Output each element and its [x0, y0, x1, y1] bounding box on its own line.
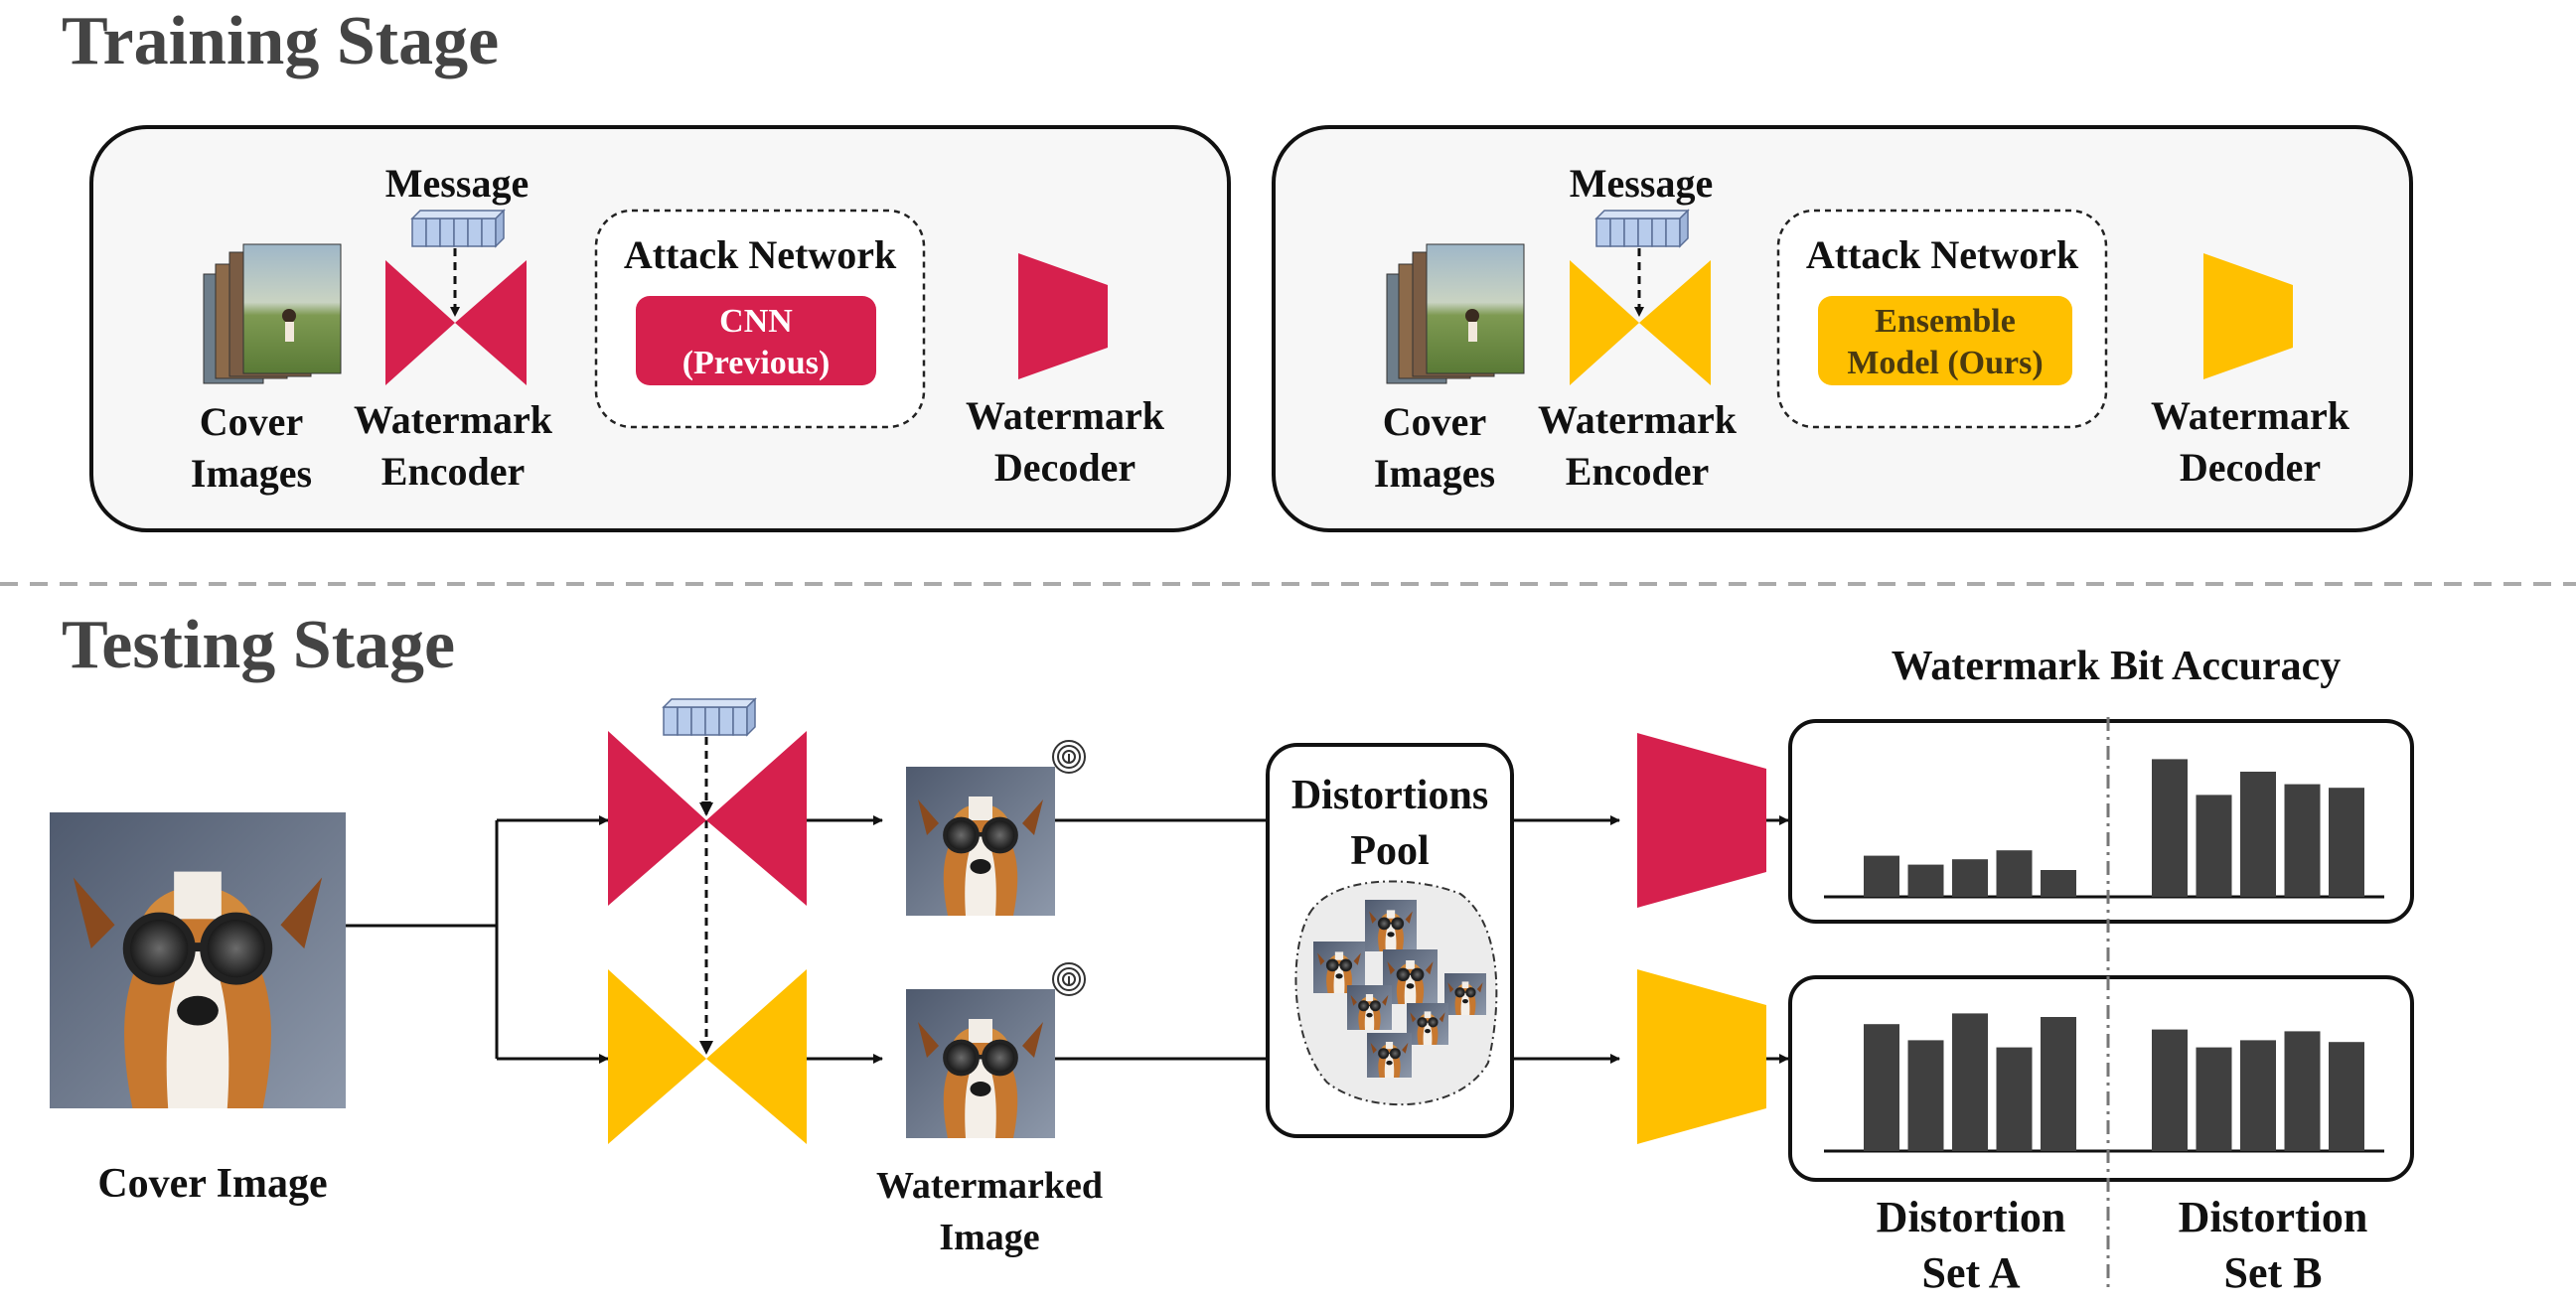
bar-set-b-4	[2284, 1031, 2321, 1151]
watermarked-image-previous	[904, 765, 1057, 918]
decoder-previous-shape	[1637, 733, 1766, 908]
cover-image-dog	[50, 812, 346, 1108]
fingerprint-icon	[1052, 740, 1086, 774]
bar-set-b-4	[2284, 784, 2321, 897]
cover-images-label-line1: Cover	[1383, 399, 1486, 444]
distortions-pool-label-line1: Distortions	[1291, 773, 1488, 818]
training-panel-ours: Cover Images Message Watermark Encoder A…	[1272, 125, 2413, 532]
set-a-label-line1: Distortion	[1877, 1193, 2066, 1241]
training-panel-previous: Cover Images Message Watermark Encoder A…	[89, 125, 1231, 532]
ensemble-model-block	[1818, 296, 2072, 385]
cnn-label-line1: CNN	[719, 303, 793, 340]
decoder-ours-shape	[1637, 969, 1766, 1144]
decoder-label-line2: Decoder	[994, 445, 1136, 490]
bar-set-a-5	[2041, 1017, 2076, 1151]
accuracy-chart-ours	[1824, 1013, 2384, 1153]
ensemble-label-line1: Ensemble	[1875, 303, 2016, 340]
cover-images-label-line1: Cover	[200, 399, 303, 444]
bar-set-a-1	[1864, 855, 1899, 897]
bar-set-a-4	[1996, 1047, 2033, 1151]
bar-set-b-5	[2329, 788, 2364, 897]
watermark-encoder-shape	[385, 260, 527, 385]
bar-set-a-3	[1952, 859, 1988, 897]
message-vector-icon	[411, 210, 505, 247]
distortions-pool-label-line2: Pool	[1350, 828, 1429, 874]
bar-set-a-2	[1907, 864, 1944, 897]
bar-set-b-2	[2196, 795, 2232, 897]
message-label: Message	[385, 161, 529, 206]
distorted-sample	[1364, 899, 1418, 952]
training-stage-heading: Training Stage	[62, 3, 499, 79]
decoder-label-line1: Watermark	[2151, 393, 2350, 438]
bar-set-a-3	[1952, 1013, 1988, 1151]
bar-set-a-5	[2041, 870, 2076, 897]
watermark-decoder-shape	[1018, 253, 1108, 379]
watermark-decoder-shape	[2203, 253, 2293, 379]
encoder-previous-shape	[608, 731, 807, 906]
fingerprint-icon	[1052, 962, 1086, 996]
cover-images-thumbnail	[203, 243, 342, 384]
set-b-label-line1: Distortion	[2179, 1193, 2368, 1241]
bar-set-a-2	[1907, 1040, 1944, 1151]
encoder-label-line1: Watermark	[1538, 397, 1738, 442]
set-a-label-line2: Set A	[1922, 1248, 2021, 1297]
cnn-previous-block	[636, 296, 876, 385]
message-label: Message	[1570, 161, 1713, 206]
encoder-label-line1: Watermark	[354, 397, 553, 442]
distorted-sample	[1346, 984, 1393, 1031]
set-b-label-line2: Set B	[2224, 1248, 2323, 1297]
distorted-sample	[1443, 972, 1487, 1016]
distorted-sample	[1406, 1002, 1449, 1046]
decoder-label-line2: Decoder	[2180, 445, 2321, 490]
encoder-label-line2: Encoder	[1566, 449, 1709, 494]
watermark-encoder-shape	[1570, 260, 1711, 385]
accuracy-title: Watermark Bit Accuracy	[1892, 644, 2342, 689]
encoder-ours-shape	[608, 969, 807, 1144]
ensemble-label-line2: Model (Ours)	[1847, 345, 2043, 381]
testing-stage-heading: Testing Stage	[62, 607, 455, 683]
watermarked-image-label-line1: Watermarked	[876, 1165, 1103, 1207]
encoder-label-line2: Encoder	[381, 449, 525, 494]
cover-images-label-line2: Images	[191, 451, 312, 496]
message-vector-icon	[1595, 210, 1689, 247]
bar-set-b-5	[2329, 1042, 2364, 1151]
cnn-label-line2: (Previous)	[682, 345, 831, 381]
cover-images-thumbnail	[1386, 243, 1525, 384]
cover-image-label: Cover Image	[97, 1161, 327, 1207]
cover-images-label-line2: Images	[1374, 451, 1495, 496]
bar-set-b-1	[2152, 1029, 2188, 1151]
attack-network-title: Attack Network	[624, 232, 897, 277]
bar-set-b-1	[2152, 759, 2188, 897]
bar-set-a-4	[1996, 850, 2033, 897]
message-arrowhead-top	[699, 802, 713, 816]
decoder-label-line1: Watermark	[966, 393, 1165, 438]
watermarked-image-ours	[904, 987, 1057, 1140]
testing-pipeline: Cover Image Watermarked Image Distortion…	[50, 644, 2414, 1297]
bar-set-b-3	[2240, 772, 2276, 897]
distorted-sample	[1366, 1032, 1413, 1079]
accuracy-chart-previous	[1824, 759, 2384, 899]
watermarked-image-label-line2: Image	[939, 1217, 1039, 1258]
bar-set-b-3	[2240, 1040, 2276, 1151]
message-vector-icon	[663, 698, 756, 736]
bar-set-b-2	[2196, 1047, 2232, 1151]
message-arrowhead-bottom	[699, 1041, 713, 1055]
attack-network-title: Attack Network	[1806, 232, 2079, 277]
bar-set-a-1	[1864, 1024, 1899, 1151]
